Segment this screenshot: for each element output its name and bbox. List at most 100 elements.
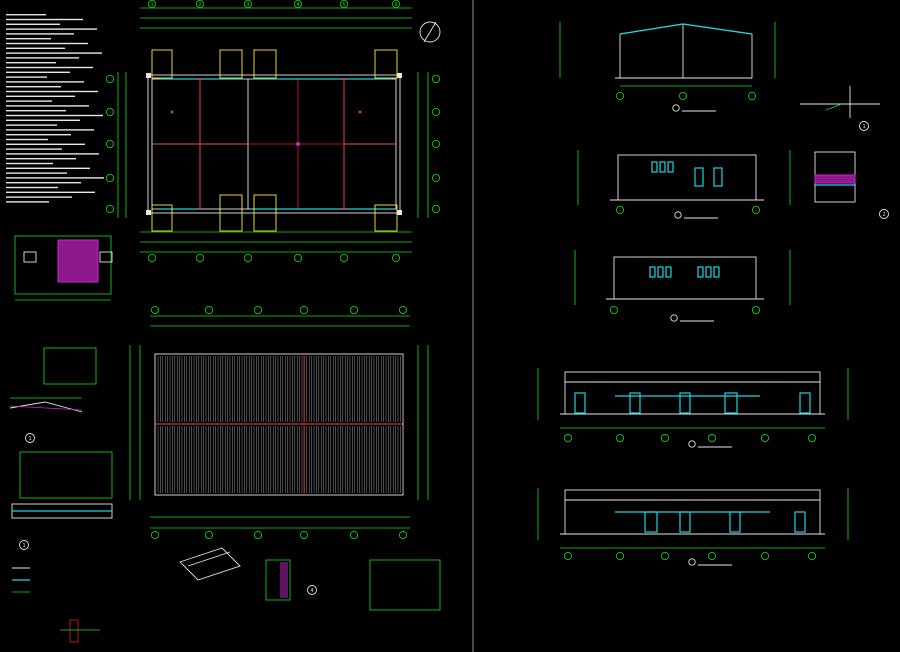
detail-marker	[307, 585, 317, 595]
note-line	[6, 182, 81, 184]
note-line	[6, 28, 97, 30]
axis-bubble	[564, 552, 573, 561]
note-line	[6, 134, 71, 136]
view-title-marker	[674, 211, 682, 219]
axis-bubble	[349, 305, 358, 314]
note-line	[6, 23, 60, 25]
note-line	[6, 38, 51, 40]
column-detail-left	[14, 235, 113, 301]
axis-bubble	[299, 305, 308, 314]
detail-marker	[19, 540, 29, 550]
note-line	[6, 162, 53, 165]
note-line	[6, 138, 48, 141]
note-line	[6, 129, 94, 131]
axis-bubble	[195, 0, 204, 8]
axis-bubble	[679, 92, 688, 101]
axis-bubble	[610, 305, 619, 314]
note-line	[6, 100, 52, 102]
right-sheet[interactable]: 12	[537, 22, 889, 566]
axis-label: 1	[150, 2, 153, 8]
note-line	[6, 177, 104, 179]
detail-marker	[25, 433, 35, 443]
axis-bubble	[761, 552, 770, 561]
note-line	[6, 47, 65, 49]
note-line	[6, 153, 99, 155]
axis-bubble	[808, 552, 817, 561]
axis-label: 5	[342, 2, 345, 8]
axis-bubble	[761, 433, 770, 442]
axis-bubble	[147, 0, 156, 8]
axis-bubble	[431, 75, 440, 84]
axis-bubble	[708, 552, 717, 561]
axis-bubble	[431, 139, 440, 148]
detail-marker-label: 1	[862, 124, 865, 130]
elevation-b[interactable]	[574, 250, 791, 305]
axis-bubble	[106, 204, 115, 213]
axis-bubble	[616, 205, 625, 214]
detail-marker-label: 1	[28, 436, 31, 442]
note-line	[6, 33, 74, 35]
section-1-1[interactable]	[559, 22, 776, 87]
axis-bubble	[752, 305, 761, 314]
detail-marker-label: 1	[22, 543, 25, 549]
note-line	[6, 201, 49, 203]
detail-marker	[879, 209, 889, 219]
axis-bubble	[150, 531, 159, 540]
roof-plan[interactable]	[129, 305, 429, 540]
axis-bubble	[243, 253, 252, 262]
elevation-a[interactable]	[577, 150, 791, 205]
legend	[12, 567, 100, 643]
north-arrow-icon	[419, 21, 441, 43]
axis-bubble	[616, 433, 625, 442]
note-line	[6, 148, 62, 150]
view-title-marker	[672, 104, 680, 112]
axis-bubble	[150, 305, 159, 314]
note-line	[6, 191, 95, 193]
axis-bubble	[293, 253, 302, 262]
note-line	[6, 196, 72, 198]
axis-bubble	[106, 173, 115, 182]
axis-bubble	[204, 305, 213, 314]
note-line	[6, 172, 67, 174]
axis-bubble	[661, 552, 670, 561]
axis-bubble	[398, 531, 407, 540]
axis-bubble	[293, 0, 302, 8]
note-line	[6, 167, 90, 169]
axis-bubble	[398, 305, 407, 314]
note-line	[6, 57, 79, 59]
axis-bubble	[661, 433, 670, 442]
note-line	[6, 105, 89, 107]
view-title-marker	[688, 440, 696, 448]
note-line	[6, 114, 103, 117]
elevation-c[interactable]	[537, 368, 849, 429]
axis-label: 2	[198, 2, 201, 8]
axis-bubble	[106, 108, 115, 117]
note-line	[6, 86, 61, 88]
axis-bubble	[339, 253, 348, 262]
detail-marker-label: 2	[882, 212, 885, 218]
elevation-d[interactable]	[537, 488, 849, 549]
axis-label: 3	[246, 2, 249, 8]
note-line	[6, 90, 98, 93]
axis-bubble	[752, 205, 761, 214]
detail-marker-label: 4	[310, 588, 313, 594]
axis-bubble	[748, 92, 757, 101]
parapet-detail	[814, 151, 856, 203]
axis-bubble	[106, 139, 115, 148]
axis-label: 6	[394, 2, 397, 8]
note-line	[6, 52, 102, 54]
axis-bubble	[253, 305, 262, 314]
left-sheet[interactable]: 1 2 3 4 5 6	[6, 0, 441, 643]
axis-bubble	[339, 0, 348, 8]
axis-bubble	[431, 108, 440, 117]
note-line	[6, 158, 76, 160]
roof-edge-detail	[9, 347, 113, 519]
axis-bubble	[708, 433, 717, 442]
note-line	[6, 119, 80, 121]
note-line	[6, 71, 70, 73]
axis-bubble	[147, 253, 156, 262]
axis-bubble	[431, 204, 440, 213]
